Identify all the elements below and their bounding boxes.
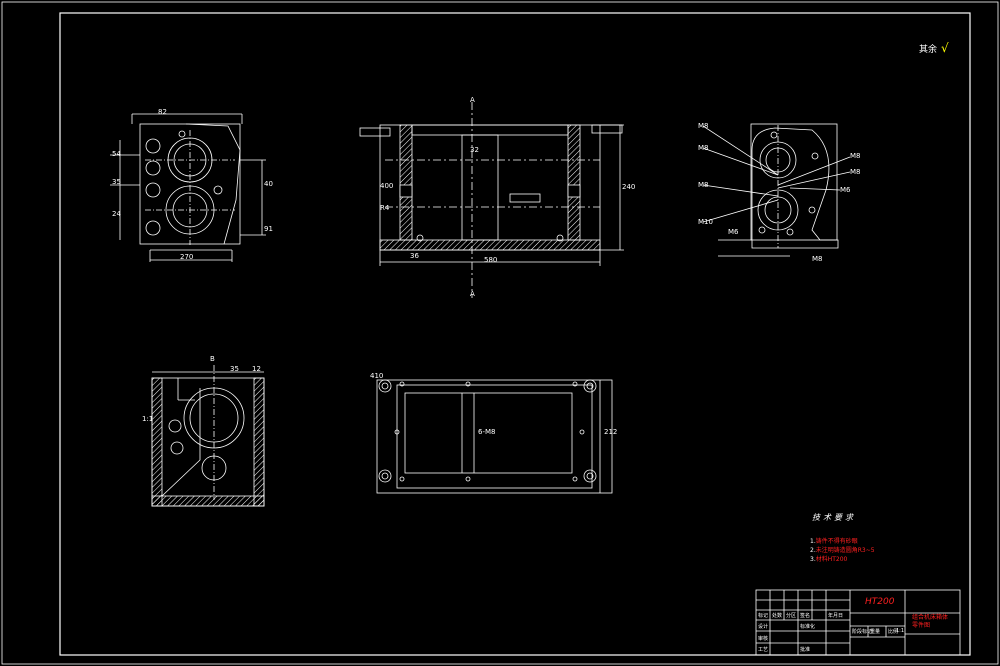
title-cell: 标准化	[800, 624, 816, 630]
dim-label: 35	[112, 178, 121, 186]
top-view	[376, 379, 613, 494]
section-mark: B	[210, 355, 215, 363]
title-cell: 分区	[786, 613, 797, 619]
dim-label: 6-M8	[478, 428, 496, 436]
section-mark: A	[470, 96, 475, 104]
dim-label: M6	[840, 186, 851, 194]
title-cell: 标记	[758, 613, 769, 619]
title-cell: 比例	[888, 629, 899, 635]
requirement-item: 3.材料HT200	[810, 556, 848, 563]
right-end-view	[702, 123, 851, 257]
check-icon: √	[941, 41, 949, 55]
dim-label: 24	[112, 210, 121, 218]
dim-label: M6	[728, 228, 739, 236]
dim-label: 36	[410, 252, 419, 260]
dim-label: 32	[470, 146, 479, 154]
requirement-item: 2.未注明铸造圆角R3~5	[810, 547, 875, 554]
technical-requirements-title: 技术要求	[812, 513, 856, 522]
dim-label: M8	[850, 168, 861, 176]
title-cell: 设计	[758, 624, 769, 630]
requirement-item: 1.铸件不得有砂眼	[810, 538, 858, 545]
dim-label: M8	[850, 152, 861, 160]
title-cell: 处数	[772, 613, 783, 619]
dim-label: 400	[380, 182, 394, 190]
dim-label: 212	[604, 428, 618, 436]
dim-label: 40	[264, 180, 273, 188]
dim-label: M8	[812, 255, 823, 263]
dim-label: 580	[484, 256, 498, 264]
dim-label: M8	[698, 122, 709, 130]
dim-label: 1:1	[142, 415, 154, 423]
surface-finish-mark: 其余√	[919, 41, 949, 55]
title-cell: 工艺	[758, 647, 769, 653]
surface-finish-text: 其余	[919, 45, 938, 55]
left-end-view	[110, 113, 266, 262]
material-label: HT200	[865, 597, 895, 607]
front-section-view	[359, 102, 624, 298]
dim-label: 410	[370, 372, 384, 380]
title-cell: 重量	[870, 629, 881, 635]
dim-label: 82	[158, 108, 167, 116]
dim-label: M10	[698, 218, 713, 226]
drawing-name: 组合机床箱体 零件图	[912, 614, 949, 629]
dim-label: 91	[264, 225, 273, 233]
dim-label: 240	[622, 183, 636, 191]
dim-label: M8	[698, 144, 709, 152]
section-view-b	[151, 365, 265, 507]
title-cell: 阶段标记	[852, 629, 873, 635]
dim-label: M8	[698, 181, 709, 189]
dim-label: R4	[380, 204, 390, 212]
title-cell: 年月日	[828, 613, 844, 619]
title-cell: 批准	[800, 647, 811, 653]
title-cell: 签名	[800, 613, 811, 619]
title-cell: 1:1	[896, 628, 905, 634]
dim-label: 270	[180, 253, 194, 261]
technical-requirements-list: 1.铸件不得有砂眼 2.未注明铸造圆角R3~5 3.材料HT200	[810, 537, 875, 564]
dim-label: 12	[252, 365, 261, 373]
title-cell: 审核	[758, 636, 769, 642]
dim-label: 54	[112, 150, 121, 158]
dim-label: 35	[230, 365, 239, 373]
section-mark: A	[470, 290, 475, 298]
title-block	[755, 589, 961, 656]
